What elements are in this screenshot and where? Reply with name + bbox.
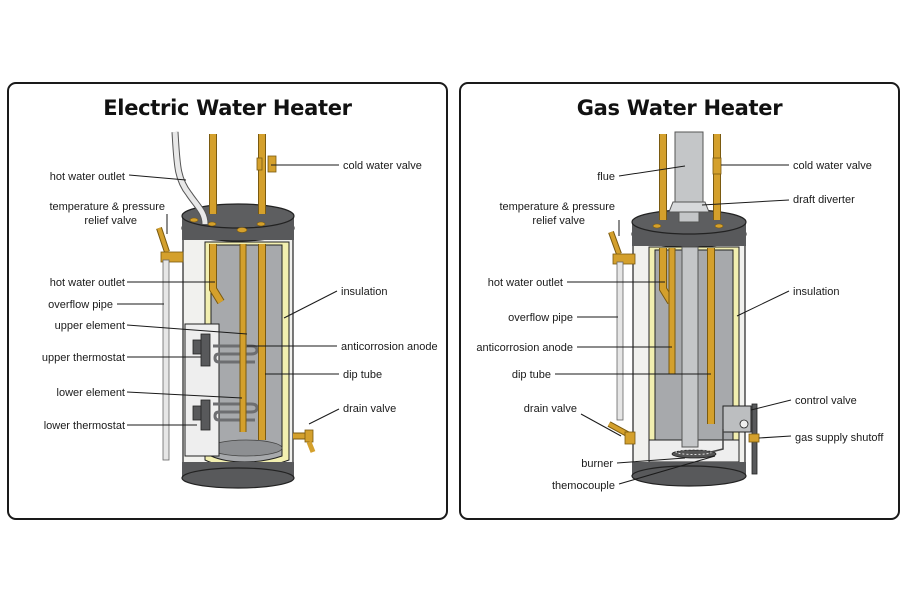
gas-cold-water-valve <box>712 157 722 175</box>
gas-water-heater-panel: Gas Water Heater <box>459 82 900 520</box>
label-cold-water-valve: cold water valve <box>343 160 422 172</box>
label-gas-tp-relief-line2: relief valve <box>532 215 585 227</box>
label-gas-burner: burner <box>581 458 613 470</box>
label-anticorrosion-anode: anticorrosion anode <box>341 341 438 353</box>
label-upper-element: upper element <box>55 320 125 332</box>
electric-water-heater-panel: Electric Water Heater <box>7 82 448 520</box>
label-lower-element: lower element <box>57 387 125 399</box>
label-hot-water-outlet: hot water outlet <box>50 277 125 289</box>
gas-control-valve <box>722 405 752 433</box>
label-drain-valve: drain valve <box>343 403 396 415</box>
upper-heating-element <box>213 344 259 364</box>
electric-cold-water-valve <box>267 155 277 173</box>
lower-thermostat-device <box>200 399 211 431</box>
electric-overflow-pipe <box>162 259 170 461</box>
hot-water-outlet-tube <box>172 131 208 225</box>
label-gas-insulation: insulation <box>793 286 839 298</box>
gas-drain-valve <box>624 431 636 445</box>
label-lower-thermostat: lower thermostat <box>44 420 125 432</box>
label-gas-drain-valve: drain valve <box>524 403 577 415</box>
gas-heater-illustration: flue temperature & pressure relief valve… <box>476 131 884 492</box>
electric-bottom-cap <box>181 467 295 489</box>
label-gas-flue: flue <box>597 171 615 183</box>
gas-panel-title: Gas Water Heater <box>576 96 783 120</box>
label-gas-anticorrosion-anode: anticorrosion anode <box>476 342 573 354</box>
gas-draft-diverter <box>668 201 710 213</box>
label-gas-cold-water-valve: cold water valve <box>793 160 872 172</box>
label-gas-tp-relief-line1: temperature & pressure <box>499 201 615 213</box>
label-insulation: insulation <box>341 286 387 298</box>
label-gas-overflow-pipe: overflow pipe <box>508 312 573 324</box>
gas-bottom-cap <box>631 465 747 487</box>
label-gas-thermocouple: themocouple <box>552 480 615 492</box>
gas-thermocouple <box>710 429 724 453</box>
electric-tp-relief-valve <box>160 251 184 263</box>
upper-thermostat-device <box>200 333 211 367</box>
electric-panel-title: Electric Water Heater <box>103 96 352 120</box>
gas-tp-relief-valve <box>612 253 636 265</box>
gas-supply-shutoff <box>748 433 760 443</box>
gas-burner <box>671 449 717 459</box>
lower-heating-element <box>213 402 259 422</box>
electric-drain-valve <box>304 429 314 443</box>
label-tp-relief-line2: relief valve <box>84 215 137 227</box>
label-gas-control-valve: control valve <box>795 395 857 407</box>
label-hot-water-outlet-top: hot water outlet <box>50 171 125 183</box>
label-gas-draft-diverter: draft diverter <box>793 194 855 206</box>
label-overflow-pipe: overflow pipe <box>48 299 113 311</box>
label-tp-relief-line1: temperature & pressure <box>49 201 165 213</box>
gas-overflow-pipe <box>616 261 624 421</box>
label-gas-dip-tube: dip tube <box>512 369 551 381</box>
label-dip-tube: dip tube <box>343 369 382 381</box>
electric-heater-illustration: hot water outlet temperature & pressure … <box>42 131 438 489</box>
label-gas-supply-shutoff: gas supply shutoff <box>795 432 884 444</box>
label-gas-hot-water-outlet: hot water outlet <box>488 277 563 289</box>
label-upper-thermostat: upper thermostat <box>42 352 125 364</box>
gas-flue-internal <box>681 246 699 448</box>
